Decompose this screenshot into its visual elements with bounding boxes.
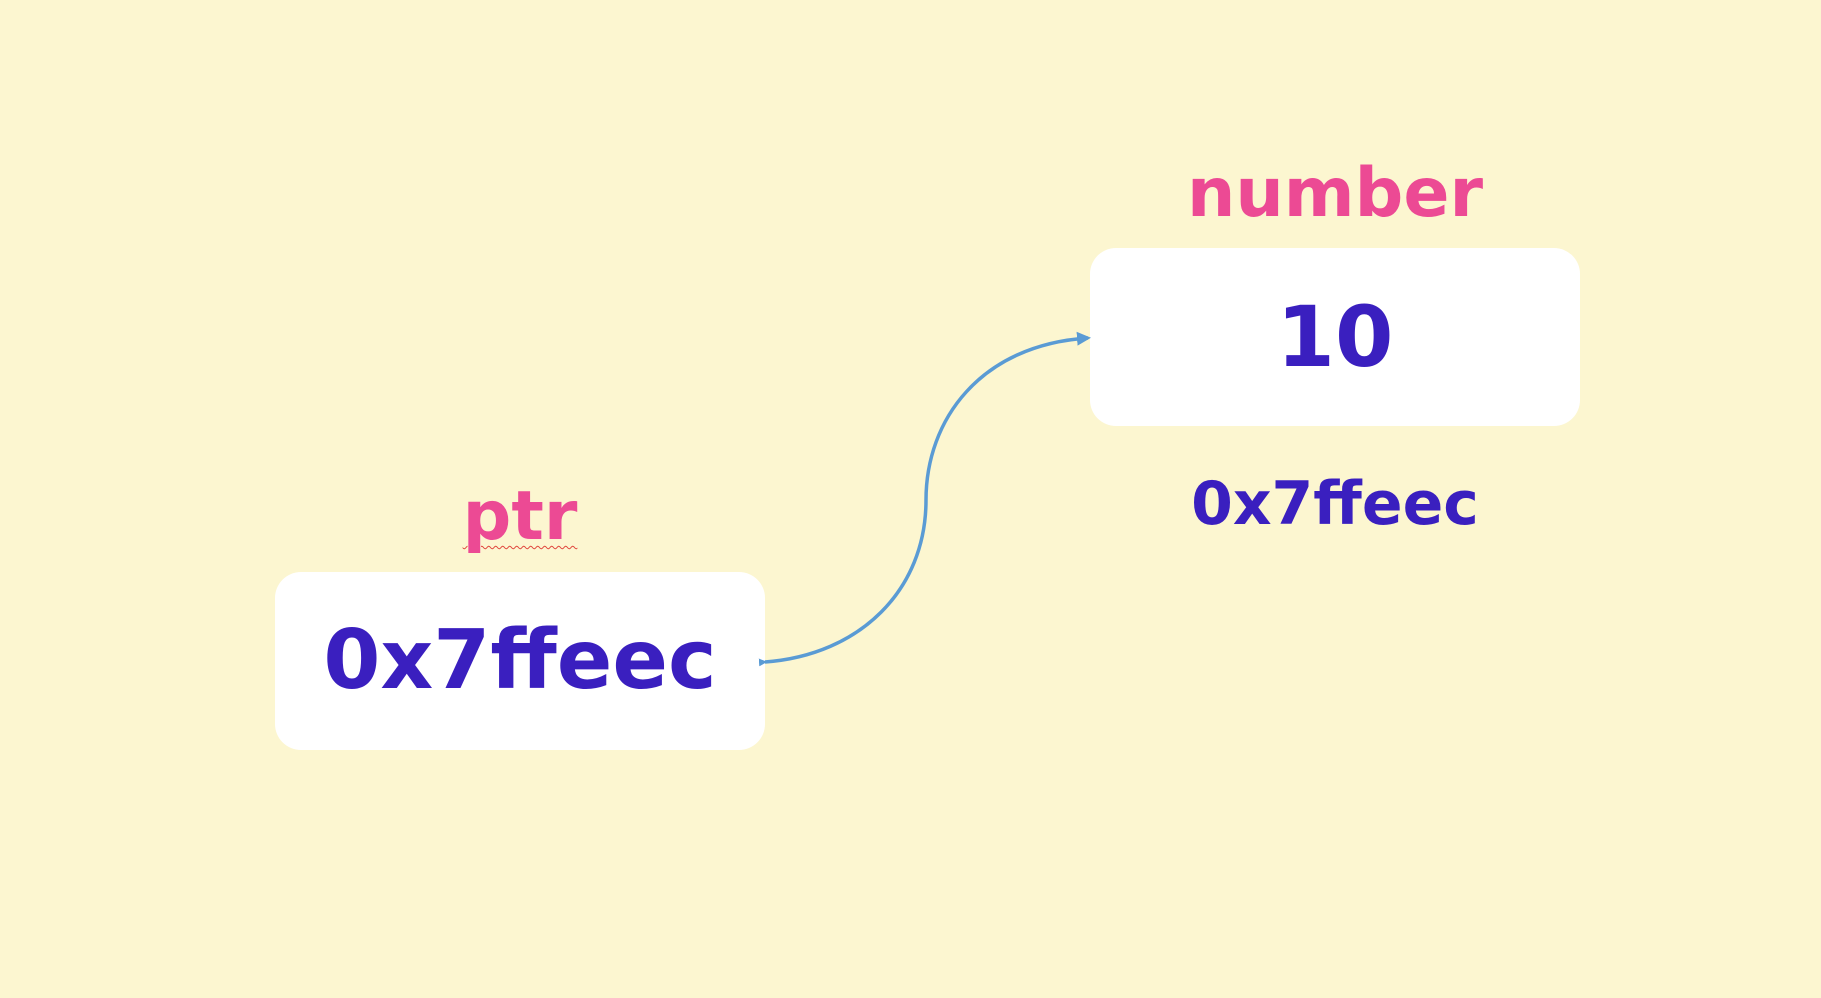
number-value: 10 (1276, 288, 1394, 386)
ptr-value: 0x7ffeec (323, 613, 717, 708)
ptr-value-box: 0x7ffeec (275, 572, 765, 750)
number-variable-name: number (1186, 154, 1483, 233)
ptr-variable-name: ptr (275, 483, 765, 551)
number-address: 0x7ffeec (1191, 469, 1479, 539)
pointer-arrow-curve (758, 331, 1091, 667)
number-value-box: 10 (1090, 248, 1580, 426)
ptr-name-label: ptr (462, 477, 578, 556)
